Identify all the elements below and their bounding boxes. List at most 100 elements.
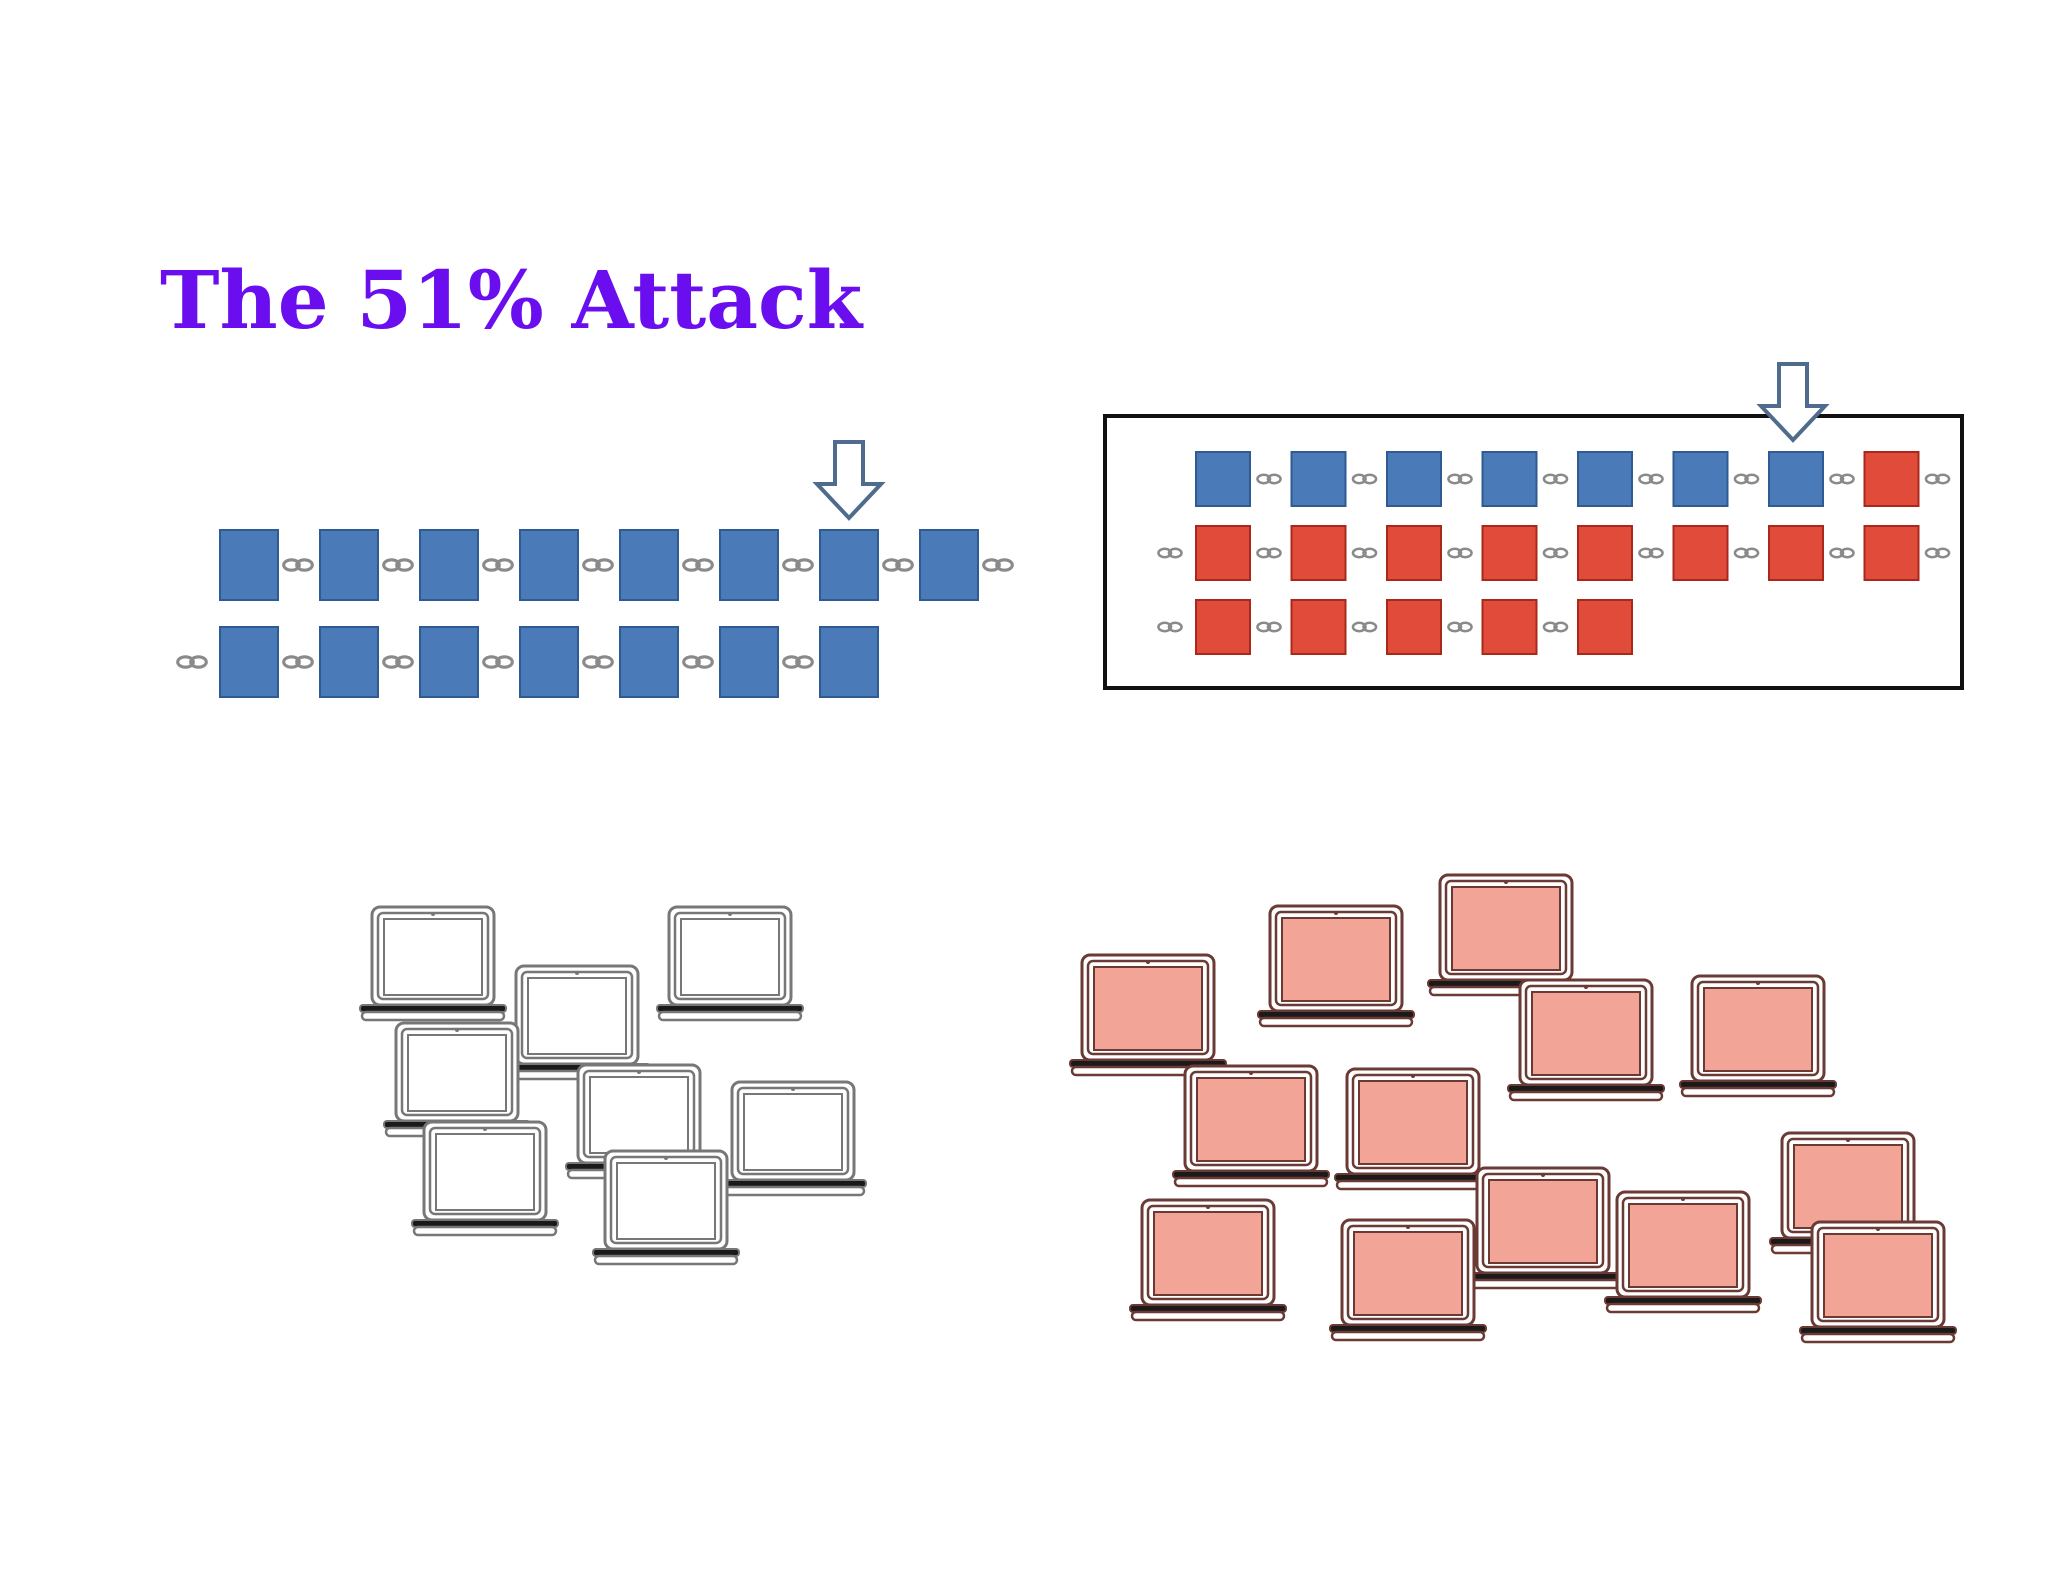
honest-block xyxy=(519,626,579,698)
chain-link-icon xyxy=(282,655,314,669)
laptop-icon xyxy=(719,1080,867,1197)
honest-block xyxy=(819,626,879,698)
chain-link-loop xyxy=(1553,621,1569,633)
chain-link-loop xyxy=(395,558,414,572)
chain-link-loop xyxy=(1839,547,1855,559)
chain-link-loop xyxy=(1744,547,1760,559)
chain-link-loop xyxy=(1638,473,1654,485)
honest-miners-group xyxy=(359,905,867,1266)
chain-link-loop xyxy=(1542,473,1558,485)
chain-link-icon xyxy=(1638,547,1664,559)
laptop-camera xyxy=(1504,880,1508,884)
laptop-screen xyxy=(1153,1211,1263,1296)
laptop-icon xyxy=(1427,873,1585,997)
laptop-icon xyxy=(1069,953,1227,1077)
laptop-camera xyxy=(1334,911,1338,915)
laptop-camera xyxy=(1541,1173,1545,1177)
honest-block xyxy=(1481,451,1538,507)
laptop-screen xyxy=(1703,987,1813,1072)
chain-link-loop xyxy=(1256,547,1272,559)
chain-link-icon xyxy=(176,655,208,669)
chain-link-loop xyxy=(1542,621,1558,633)
laptop-screen xyxy=(1358,1080,1468,1165)
chain-link-icon xyxy=(782,655,814,669)
chain-link-icon xyxy=(782,558,814,572)
laptop-camera xyxy=(1756,981,1760,985)
chain-link-loop xyxy=(1924,547,1940,559)
chain-link-loop xyxy=(176,655,195,669)
laptop-icon xyxy=(1334,1067,1492,1191)
chain-link-loop xyxy=(982,558,1001,572)
chain-link-loop xyxy=(1648,473,1664,485)
honest-chain-row xyxy=(219,440,1014,601)
chain-link-loop xyxy=(1351,621,1367,633)
chain-link-icon xyxy=(1351,547,1378,559)
laptop-camera xyxy=(791,1087,795,1091)
chain-link-loop xyxy=(382,558,401,572)
chain-link-loop xyxy=(682,558,701,572)
laptop-icon xyxy=(1257,904,1415,1028)
chain-link-loop xyxy=(482,558,501,572)
honest-block xyxy=(1195,451,1251,507)
laptop-screen xyxy=(1451,886,1561,971)
chain-link-loop xyxy=(695,655,714,669)
laptop-camera xyxy=(1846,1138,1850,1142)
laptop-icon xyxy=(1799,1220,1957,1344)
chain-link-icon xyxy=(1256,473,1282,485)
chain-link-icon xyxy=(1542,473,1569,485)
laptop-camera xyxy=(1146,960,1150,964)
attacker-block xyxy=(1195,525,1251,581)
laptop-screen xyxy=(680,918,780,996)
honest-block xyxy=(1768,451,1824,507)
honest-block xyxy=(219,529,279,601)
laptop-base xyxy=(657,1010,803,1022)
chain-link-icon xyxy=(1157,547,1183,559)
laptop-icon xyxy=(1464,1166,1622,1290)
laptop-base xyxy=(1800,1332,1956,1344)
laptop-icon xyxy=(592,1149,740,1266)
chain-link-loop xyxy=(1447,547,1463,559)
laptop-screen xyxy=(1793,1144,1903,1229)
honest-block xyxy=(419,529,479,601)
chain-link-loop xyxy=(1733,547,1749,559)
attacker-block xyxy=(1195,599,1251,655)
chain-link-loop xyxy=(582,655,601,669)
chain-link-loop xyxy=(895,558,914,572)
chain-link-icon xyxy=(582,655,614,669)
attacker-chain-row xyxy=(1157,599,1633,655)
chain-link-loop xyxy=(782,558,801,572)
laptop-camera xyxy=(431,912,435,916)
chain-link-icon xyxy=(1924,547,1951,559)
chain-link-icon xyxy=(1542,547,1569,559)
laptop-icon xyxy=(1172,1064,1330,1188)
chain-link-loop xyxy=(1648,547,1664,559)
laptop-icon xyxy=(1507,978,1665,1102)
chain-link-loop xyxy=(1839,473,1855,485)
attacker-block xyxy=(1290,525,1347,581)
page-title: The 51% Attack xyxy=(160,253,863,347)
laptop-base xyxy=(360,1010,506,1022)
laptop-base xyxy=(1465,1278,1621,1290)
attacker-miners-group xyxy=(1069,873,1957,1344)
chain-link-icon xyxy=(1256,547,1282,559)
chain-link-loop xyxy=(1542,547,1558,559)
laptop-camera xyxy=(1411,1074,1415,1078)
attacker-block xyxy=(1481,599,1538,655)
laptop-screen xyxy=(1531,991,1641,1076)
chain-link-loop xyxy=(1157,547,1173,559)
chain-link-icon xyxy=(1256,621,1282,633)
attacker-chain-row xyxy=(1157,525,1951,581)
chain-link-icon xyxy=(1829,547,1855,559)
chain-link-loop xyxy=(882,558,901,572)
laptop-screen xyxy=(1196,1077,1306,1162)
attacker-blockchain xyxy=(1103,362,1964,690)
honest-block xyxy=(719,529,779,601)
chain-link-icon xyxy=(1638,473,1664,485)
attacker-block xyxy=(1577,525,1633,581)
laptop-camera xyxy=(1584,985,1588,989)
chain-link-icon xyxy=(482,655,514,669)
chain-link-icon xyxy=(282,558,314,572)
honest-block xyxy=(1577,451,1633,507)
chain-link-icon xyxy=(1447,621,1473,633)
